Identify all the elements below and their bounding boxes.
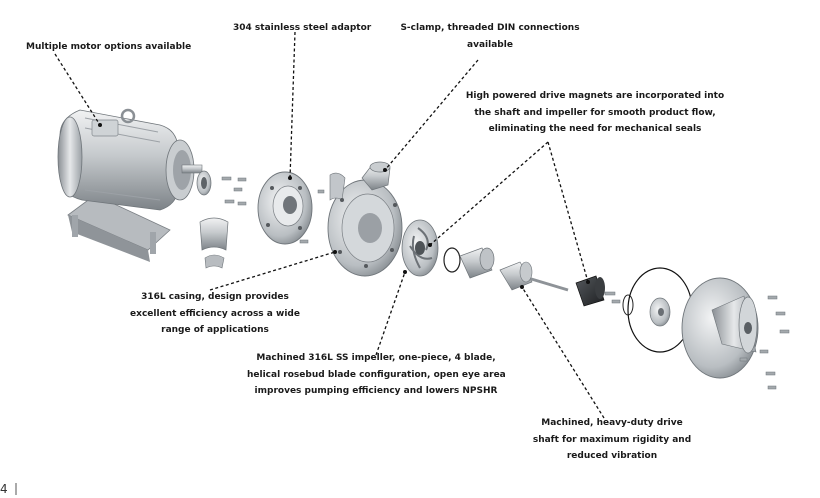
callout-impeller: Machined 316L SS impeller, one-piece, 4 … [247,350,506,400]
coupling-ring [196,170,212,196]
leader-casing [209,251,336,291]
callout-magnets: High powered drive magnets are incorpora… [465,88,725,138]
callout-adaptor-text: 304 stainless steel adaptor [233,23,372,33]
small-bolts [221,176,247,206]
leader-lines [54,31,605,419]
callout-adaptor: 304 stainless steel adaptor [233,20,371,37]
leader-sclamp [384,59,479,171]
callout-magnets-line-1: High powered drive magnets are incorpora… [465,91,725,101]
adaptor-plate [257,171,313,245]
callout-casing-line-3: range of applications [161,325,269,335]
leader-adaptor [289,31,296,179]
leader-shaft [521,286,605,419]
drive-shaft [499,261,569,292]
callout-sclamp-line-1: S-clamp, threaded DIN connections [400,23,580,33]
callout-casing: 316L casing, design provides excellent e… [126,289,304,339]
leader-endpoints [98,123,590,289]
leader-magnets-shaft [547,141,589,283]
adaptor-bolts [299,189,325,244]
callout-magnets-line-2: the shaft and impeller for smooth produc… [474,107,716,118]
callout-magnets-line-3: eliminating the need for mechanical seal… [488,124,702,134]
leader-impeller [375,271,406,356]
motor [57,108,203,262]
callout-impeller-line-1: Machined 316L SS impeller, one-piece, 4 … [256,353,496,363]
pump-casing [327,161,403,277]
callout-motor-text: Multiple motor options available [26,42,192,52]
callout-casing-line-2: excellent efficiency across a wide [130,308,300,319]
rear-bolts [739,295,790,390]
page-number-text: 4 [0,482,8,496]
callout-impeller-line-3: improves pumping efficiency and lowers N… [254,386,498,396]
callout-sclamp-line-2: available [467,39,513,50]
page-number: 4 [0,481,8,498]
callout-impeller-line-2: helical rosebud blade configuration, ope… [247,369,506,380]
callout-sclamp: S-clamp, threaded DIN connections availa… [400,20,580,53]
shaft-sleeve [459,247,495,279]
callout-motor: Multiple motor options available [26,39,191,56]
rear-housing [681,277,759,379]
leader-magnets-impeller [429,141,549,246]
callout-shaft-line-2: shaft for maximum rigidity and [532,434,692,445]
drive-magnets [575,275,634,316]
o-ring-small [443,247,461,273]
callout-casing-line-1: 316L casing, design provides [141,292,289,302]
callout-shaft-line-1: Machined, heavy-duty drive [541,418,683,428]
impeller [401,219,439,277]
bracket-shims [199,217,229,269]
callout-shaft: Machined, heavy-duty drive shaft for max… [530,415,694,465]
callout-shaft-line-3: reduced vibration [566,451,658,461]
containment-shell [649,297,671,327]
